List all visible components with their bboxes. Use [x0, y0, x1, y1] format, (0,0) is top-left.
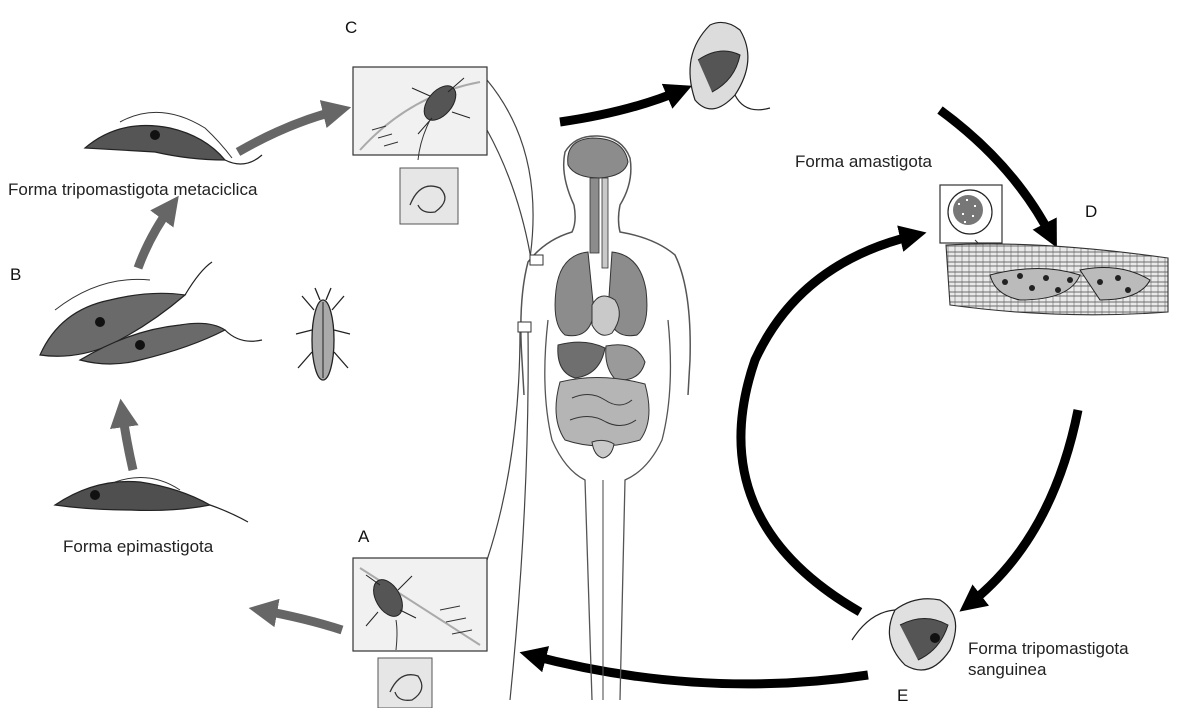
triatomine-bug	[296, 288, 350, 380]
label-b: B	[10, 265, 21, 285]
label-blood-trypomastigote-line2: sanguinea	[968, 660, 1046, 680]
label-c: C	[345, 18, 357, 38]
label-blood-trypomastigote-line1: Forma tripomastigota	[968, 639, 1129, 659]
human-body	[518, 136, 690, 700]
inset-connector-lines	[487, 80, 533, 700]
gray-arrow-a-to-epimastigote	[260, 610, 342, 630]
blood-trypomastigote	[852, 599, 956, 670]
b-forms	[40, 262, 262, 364]
label-d: D	[1085, 202, 1097, 222]
label-metacyclic-trypomastigote: Forma tripomastigota metaciclica	[8, 180, 257, 200]
label-amastigote: Forma amastigota	[795, 152, 932, 172]
black-arrow-c-to-trypomastigote	[560, 90, 682, 122]
label-epimastigote: Forma epimastigota	[63, 537, 213, 557]
gray-arrow-b-to-metacyclic	[138, 205, 172, 268]
label-a: A	[358, 527, 369, 547]
inset-a	[353, 558, 487, 708]
black-arrow-e-to-amastigote	[741, 235, 916, 612]
gray-arrow-epimastigote-to-b	[122, 410, 133, 470]
black-arrow-e-to-a	[530, 655, 868, 684]
trypomastigote-top	[690, 22, 770, 109]
epimastigote-form	[55, 478, 248, 523]
inset-c	[353, 67, 487, 224]
metacyclic-trypomastigote-form	[85, 112, 262, 164]
black-arrow-d-to-e	[968, 410, 1078, 605]
muscle-tissue	[946, 244, 1168, 315]
gray-arrow-metacyclic-to-c	[238, 110, 340, 152]
label-e: E	[897, 686, 908, 706]
